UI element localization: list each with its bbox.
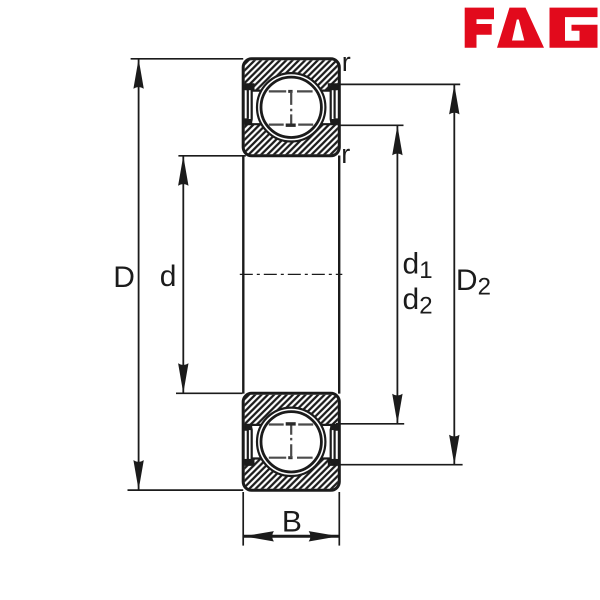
svg-text:d: d (160, 260, 177, 293)
svg-text:d1: d1 (403, 247, 433, 284)
svg-text:r: r (341, 139, 350, 169)
svg-text:D: D (113, 261, 135, 294)
svg-text:D2: D2 (456, 264, 491, 301)
svg-text:r: r (342, 47, 351, 77)
svg-text:B: B (282, 506, 302, 539)
svg-text:d2: d2 (403, 283, 433, 320)
